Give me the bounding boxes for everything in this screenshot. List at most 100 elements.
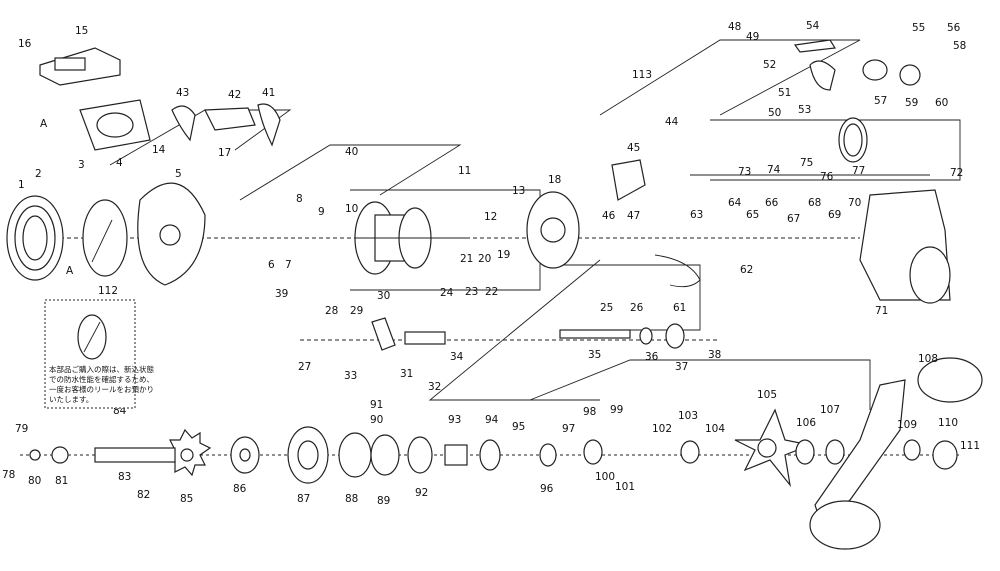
part-label-113: 113 [632,69,652,81]
part-label-35: 35 [588,349,601,361]
part-label-16: 16 [18,38,32,50]
part-label-75: 75 [800,157,813,169]
part-label-3: 3 [78,159,85,171]
part-label-28: 28 [325,305,338,317]
part-label-87: 87 [297,493,310,505]
part-30-lever [371,317,446,351]
part-label-38: 38 [708,349,721,361]
part-label-57: 57 [874,95,887,107]
part-label-52: 52 [763,59,776,71]
part-85-star-wheel [163,428,212,477]
part-label-98: 98 [583,406,596,418]
part-label-33: 33 [344,370,357,382]
part-label-34: 34 [450,351,464,363]
part-label-90: 90 [370,414,383,426]
part-label-36: 36 [645,351,659,363]
part-label-8: 8 [296,193,303,205]
note-line-4: いたします。 [49,395,93,404]
part-45-plate [611,159,646,201]
part-label-102: 102 [652,423,672,435]
part-label-42: 42 [228,89,241,101]
part-label-83: 83 [118,471,131,483]
note-line-2: での防水性能を確認するため、 [49,374,154,384]
part-label-58: 58 [953,40,966,52]
part-label-55: 55 [912,22,925,34]
part-label-45: 45 [627,142,640,154]
note-line-1: 本部品ご購入の際は、新込状態 [49,364,154,374]
part-label-74: 74 [767,164,781,176]
part-label-9: 9 [318,206,325,218]
part-label-97: 97 [562,423,575,435]
part-label-50: 50 [768,107,781,119]
part-label-62: 62 [740,264,753,276]
part-label-11: 11 [458,165,471,177]
part-label-88: 88 [345,493,358,505]
part-label-104: 104 [705,423,725,435]
part-18-side-plate [526,191,580,269]
part-label-37: 37 [675,361,688,373]
part-label-111: 111 [960,440,980,452]
part-label-101: 101 [615,481,635,493]
part-87-main-gear [287,426,329,484]
callout-letters: AA [40,118,74,277]
part-label-23: 23 [465,286,478,298]
note-text: 本部品ご購入の際は、新込状態での防水性能を確認するため、一度お客様のリールをお預… [49,364,154,404]
part-4-top-plate [79,99,151,151]
part-label-7: 7 [285,259,292,271]
part-label-5: 5 [175,168,182,180]
part-71-frame [859,189,951,304]
part-label-47: 47 [627,210,640,222]
part-label-82: 82 [137,489,150,501]
part-1-side-cover [6,195,64,281]
part-label-65: 65 [746,209,759,221]
part-35-pinion-row [559,323,685,349]
part-label-73: 73 [738,166,751,178]
part-label-89: 89 [377,495,390,507]
part-label-63: 63 [690,209,703,221]
part-label-72: 72 [950,167,963,179]
part-label-64: 64 [728,197,742,209]
part-label-86: 86 [233,483,247,495]
part-label-85: 85 [180,493,193,505]
parts-41-43-brake-shoes [171,103,281,147]
part-label-105: 105 [757,389,777,401]
part-label-18: 18 [548,174,561,186]
part-label-60: 60 [935,97,948,109]
part-label-69: 69 [828,209,841,221]
washers-row [230,432,958,478]
part-label-71: 71 [875,305,888,317]
part-label-41: 41 [262,87,275,99]
part-label-39: 39 [275,288,288,300]
part-label-107: 107 [820,404,840,416]
part-label-106: 106 [796,417,816,429]
part-label-59: 59 [905,97,918,109]
part-label-19: 19 [497,249,510,261]
part-label-68: 68 [808,197,821,209]
part-label-13: 13 [512,185,525,197]
part-label-67: 67 [787,213,800,225]
part-label-81: 81 [55,475,68,487]
part-label-76: 76 [820,171,834,183]
part-label-95: 95 [512,421,525,433]
part-54-level-wind-guide [793,39,921,91]
part-108-handle [809,357,983,550]
part-5-frame-plate [137,182,206,286]
part-83-shaft [29,446,176,464]
note-box: 本部品ご購入の際は、新込状態での防水性能を確認するため、一度お客様のリールをお預… [44,299,154,409]
part-label-61: 61 [673,302,686,314]
part-label-20: 20 [478,253,491,265]
part-77-spool-ring [838,117,868,163]
part-label-96: 96 [540,483,554,495]
part-label-99: 99 [610,404,623,416]
part-label-77: 77 [852,165,865,177]
part-label-70: 70 [848,197,861,209]
part-label-29: 29 [350,305,363,317]
part-label-32: 32 [428,381,441,393]
part-label-109: 109 [897,419,917,431]
part-label-91: 91 [370,399,383,411]
part-105-star-drag [734,408,813,488]
part-label-93: 93 [448,414,461,426]
part-label-2: 2 [35,168,42,180]
